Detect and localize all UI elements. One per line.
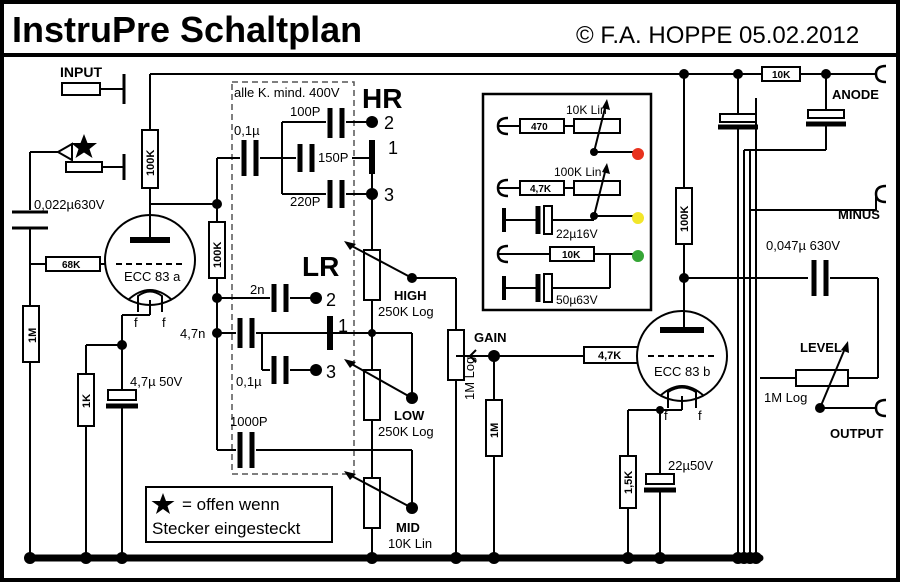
- grid-leak-label: 1M: [27, 328, 39, 343]
- cathode-cap-v1-label: 4,7µ 50V: [130, 374, 183, 389]
- minus-label: MINUS: [838, 207, 880, 222]
- legend-line-2: Stecker eingesteckt: [152, 519, 301, 538]
- tube-ecc83a-filament-2: f: [162, 315, 166, 330]
- lr-switch-label: LR: [302, 251, 339, 282]
- tube-ecc83b-cathode: [659, 385, 705, 397]
- cap-1000p-label: 1000P: [230, 414, 268, 429]
- power-inset: [481, 92, 653, 312]
- cathode-cap-v2-label: 22µ50V: [668, 458, 713, 473]
- level-pot-value: 1M Log: [764, 390, 807, 405]
- gain-resistor-1m-label: 1M: [489, 423, 501, 438]
- mid-pot[interactable]: [363, 477, 381, 529]
- plate-resistor-v2-label: 100K: [679, 206, 691, 232]
- level-pot-label: LEVEL: [800, 340, 842, 355]
- grid-leak-resistor: [22, 305, 40, 363]
- hr-switch-label: HR: [362, 83, 402, 114]
- legend-line-1: = offen wenn: [182, 495, 280, 514]
- supply-resistor-10k: [761, 66, 801, 82]
- high-pot-value: 250K Log: [378, 304, 434, 319]
- grid-resistor-4k7-label: 4,7K: [598, 350, 621, 362]
- inset-pot-10k: [573, 118, 621, 134]
- capacitor-voltage-note: alle K. mind. 400V: [234, 85, 340, 100]
- inset-pot-10k-label: 10K Lin: [566, 103, 607, 117]
- tube-ecc83a-label: ECC 83 a: [124, 269, 181, 284]
- page-title: InstruPre Schaltplan: [12, 9, 362, 50]
- hr-pos-1: 1: [388, 138, 398, 158]
- tube-ecc83b-filament-1: f: [664, 408, 668, 423]
- cap-0-1u-b-label: 0,1µ: [236, 374, 262, 389]
- low-pot[interactable]: [363, 369, 381, 421]
- output-label: OUTPUT: [830, 426, 884, 441]
- anode-jack[interactable]: [874, 64, 887, 84]
- cap-150p-label: 150P: [318, 150, 348, 165]
- hr-contact-2[interactable]: [366, 116, 378, 128]
- legend-star-icon: [151, 493, 175, 514]
- output-jack[interactable]: [874, 398, 887, 418]
- gain-pot-value: 1M Log: [462, 357, 477, 400]
- cathode-resistor-v1-label: 1K: [81, 394, 93, 408]
- cap-2n-label: 2n: [250, 282, 264, 297]
- input-jack[interactable]: [61, 82, 101, 96]
- supply-resistor-10k-label: 10K: [772, 70, 791, 81]
- cap-0-1u-label: 0,1µ: [234, 123, 260, 138]
- mid-pot-value: 10K Lin: [388, 536, 432, 551]
- lr-contact-3[interactable]: [310, 364, 322, 376]
- low-pot-label: LOW: [394, 408, 425, 423]
- legend-box: [145, 486, 333, 543]
- hr-pos-3: 3: [384, 185, 394, 205]
- inset-cap-50u-label: 50µ63V: [556, 293, 598, 307]
- cathode-resistor-v2-label: 1,5K: [623, 471, 635, 494]
- gain-pot-label: GAIN: [474, 330, 507, 345]
- led-green: [632, 250, 644, 262]
- lr-pos-1: 1: [338, 316, 348, 336]
- inset-cap-22u-label: 22µ16V: [556, 227, 598, 241]
- level-pot[interactable]: [795, 369, 849, 387]
- cap-220p-label: 220P: [290, 194, 320, 209]
- mid-pot-label: MID: [396, 520, 420, 535]
- filter-cap-1: [719, 113, 757, 123]
- inset-pot-100k-label: 100K Lin: [554, 165, 601, 179]
- jack-switch[interactable]: [55, 142, 73, 162]
- minus-jack[interactable]: [874, 184, 887, 204]
- cap-4n7-label: 4,7n: [180, 326, 205, 341]
- tube-ecc83b-label: ECC 83 b: [654, 364, 710, 379]
- credit-text: © F.A. HOPPE 05.02.2012: [576, 22, 859, 49]
- mid-resistor-100k-label: 100K: [212, 242, 224, 268]
- inset-resistor-470-label: 470: [531, 122, 548, 133]
- plate-resistor-v1-label: 100K: [145, 150, 157, 176]
- inset-pot-100k: [573, 180, 621, 196]
- inset-resistor-4k7-label: 4,7K: [530, 184, 552, 195]
- grid-resistor-68k-label: 68K: [62, 260, 81, 271]
- jack-switch-contact: [65, 161, 103, 173]
- cathode-cap-v2: [645, 473, 675, 485]
- tube-ecc83b-filament-2: f: [698, 408, 702, 423]
- hr-pos-2: 2: [384, 113, 394, 133]
- filter-cap-2: [807, 109, 845, 119]
- lr-pos-3: 3: [326, 362, 336, 382]
- tube-ecc83a-cathode: [127, 289, 173, 301]
- lr-contact-2[interactable]: [310, 292, 322, 304]
- led-yellow: [632, 212, 644, 224]
- input-label: INPUT: [60, 64, 102, 80]
- high-pot-label: HIGH: [394, 288, 427, 303]
- star-icon: [71, 134, 97, 158]
- cap-100p-label: 100P: [290, 104, 320, 119]
- anode-label: ANODE: [832, 87, 879, 102]
- input-cap-label: 0,022µ630V: [34, 197, 105, 212]
- tube-ecc83a-filament-1: f: [134, 315, 138, 330]
- inset-resistor-10k-label: 10K: [562, 250, 581, 261]
- lr-pos-2: 2: [326, 290, 336, 310]
- capacitor-box: [231, 81, 355, 475]
- low-pot-value: 250K Log: [378, 424, 434, 439]
- cathode-cap-v1: [107, 389, 137, 401]
- led-red: [632, 148, 644, 160]
- output-cap-label: 0,047µ 630V: [766, 238, 840, 253]
